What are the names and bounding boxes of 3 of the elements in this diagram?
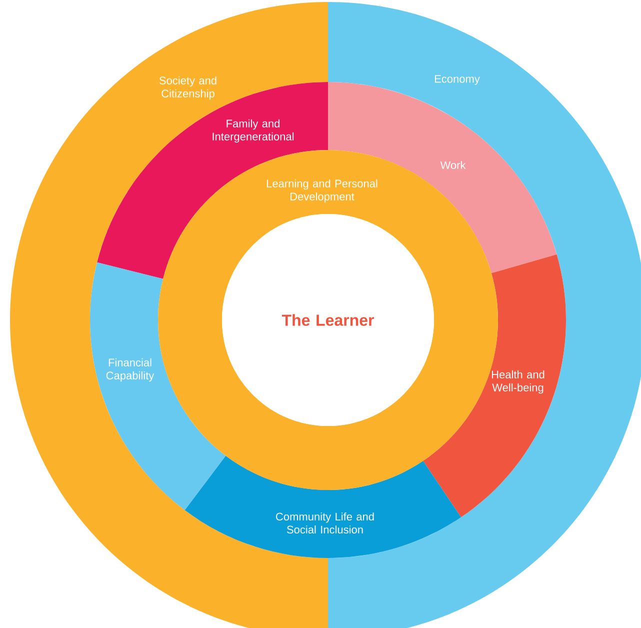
- ring-segment: Health and Well-being: [423, 254, 566, 518]
- ring-segment: Community Life and Social Inclusion: [184, 456, 462, 558]
- ring-segment: Financial Capability: [90, 262, 226, 510]
